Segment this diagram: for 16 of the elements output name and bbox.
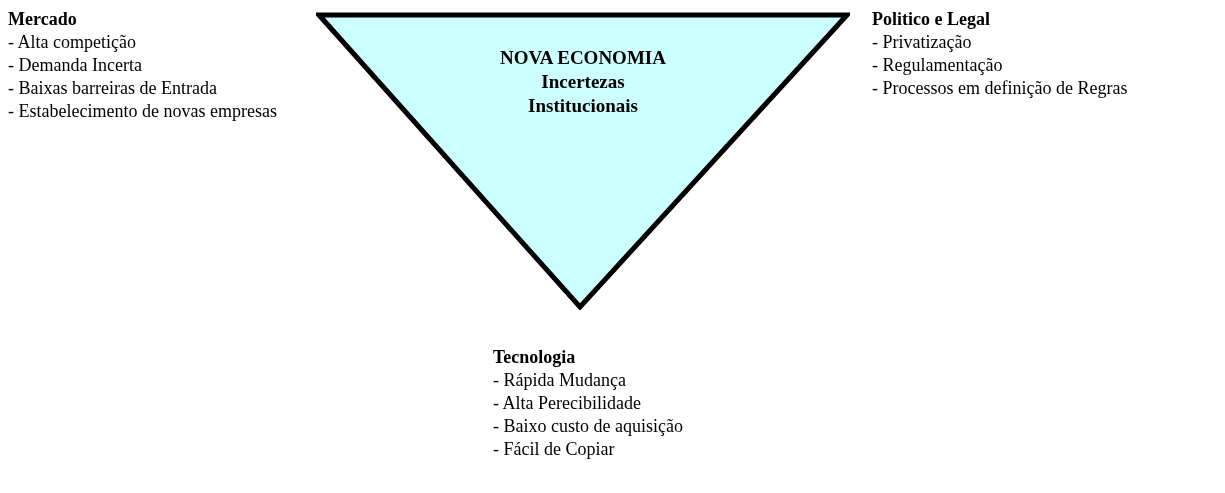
list-item: - Regulamentação [872,54,1003,76]
section-heading: Mercado [8,8,77,30]
section-heading: Tecnologia [493,346,576,368]
list-item: - Estabelecimento de novas empresas [8,100,277,122]
list-item: - Demanda Incerta [8,54,142,76]
list-item: - Processos em definição de Regras [872,77,1128,99]
list-item: - Privatização [872,31,972,53]
triangle-title: NOVA ECONOMIA [499,46,667,70]
list-item: - Baixo custo de aquisição [493,415,683,437]
list-item: - Rápida Mudança [493,369,626,391]
list-item: - Alta Perecibilidade [493,392,641,414]
list-item: - Fácil de Copiar [493,438,615,460]
section-heading: Politico e Legal [872,8,990,30]
list-item: - Baixas barreiras de Entrada [8,77,217,99]
list-item: - Alta competição [8,31,136,53]
triangle-subtitle: Incertezas Institucionais [527,70,639,118]
